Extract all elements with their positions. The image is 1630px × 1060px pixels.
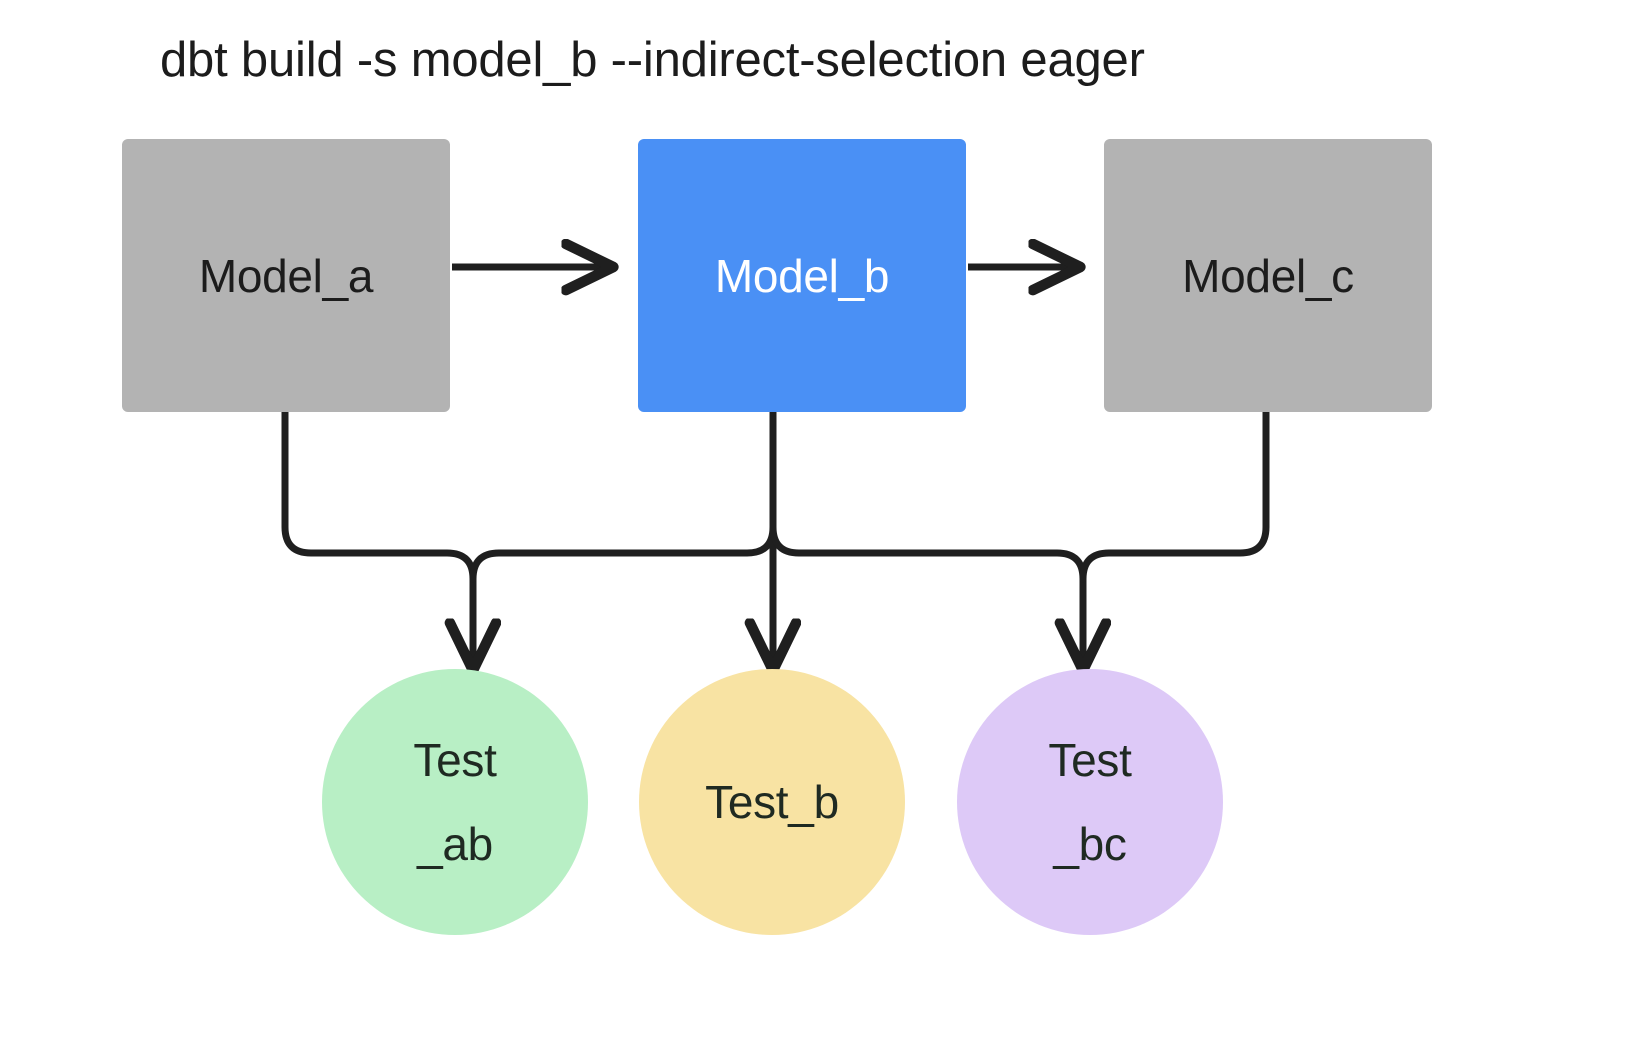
node-model-c[interactable]: Model_c: [1104, 139, 1432, 412]
node-test-ab[interactable]: Test _ab: [322, 669, 588, 935]
node-test-bc-label-line1: Test: [1048, 734, 1132, 786]
edge-model-a-to-test-ab: [281, 408, 473, 669]
node-test-ab-label-line2: _ab: [417, 818, 493, 870]
diagram-title: dbt build -s model_b --indirect-selectio…: [160, 33, 1145, 87]
node-test-b-label-line1: Test_b: [705, 776, 839, 828]
node-model-a-label: Model_a: [198, 249, 374, 302]
node-model-b[interactable]: Model_b: [638, 139, 966, 412]
edge-model-c-to-test-bc: [1079, 408, 1270, 583]
node-test-b[interactable]: Test_b: [639, 669, 905, 935]
edge-model-b-to-test-ab: [469, 408, 777, 583]
node-test-bc[interactable]: Test _bc: [957, 669, 1223, 935]
node-model-a[interactable]: Model_a: [122, 139, 450, 412]
node-model-b-label: Model_b: [714, 249, 890, 302]
edge-model-b-to-test-bc: [769, 408, 1083, 669]
node-test-bc-label-line2: _bc: [1053, 818, 1127, 870]
node-test-ab-label-line1: Test: [413, 734, 497, 786]
node-model-c-label: Model_c: [1182, 249, 1354, 302]
